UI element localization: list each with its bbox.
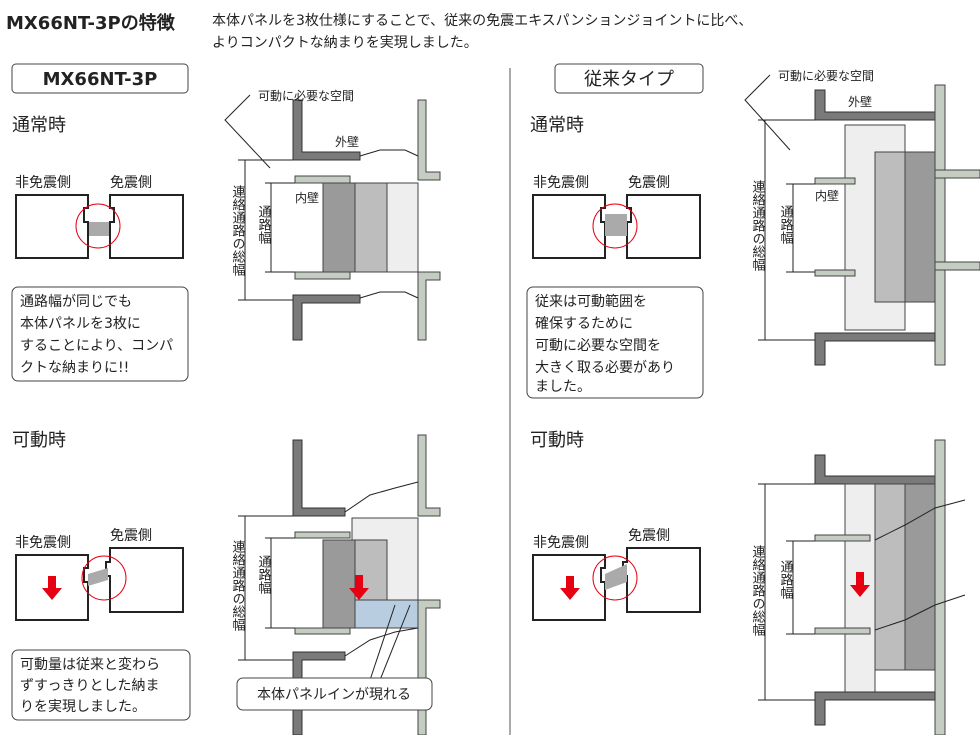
left-moving-note: 可動量は従来と変わら ずすっきりとした納ま りを実現しました。 (11, 649, 191, 721)
diagram-labels-passage-width: 通路幅 (778, 205, 794, 245)
left-note-normal-1: 本体パネルを3枚に (20, 316, 141, 332)
down-arrow-icon (349, 575, 369, 600)
right-non-isolated: 非免震側 (533, 535, 589, 551)
right-isolated: 免震側 (628, 175, 670, 191)
diagram-labels-outer-wall: 外壁 (335, 134, 359, 149)
diagram-labels-total-width: 連絡通路の総幅 (750, 180, 766, 272)
left-isolated: 免震側 (110, 528, 152, 544)
right-note-normal-1: 確保するために (535, 316, 633, 332)
left-non-isolated: 非免震側 (15, 535, 71, 551)
right-moving-schematic: 非免震側 免震側 (532, 528, 701, 621)
panel-inside-callout: 本体パネルインが現れる (257, 687, 411, 703)
right-note-normal-4: ました。 (535, 379, 591, 395)
diagram-labels-movement-space: 可動に必要な空間 (258, 89, 354, 103)
diagram-labels-passage-width: 通路幅 (256, 205, 272, 245)
mx66-label-box (11, 63, 189, 94)
panel-inside-revealed (354, 599, 419, 629)
highlight-circle (75, 203, 121, 249)
diagram-labels-inner-wall: 内壁 (815, 188, 839, 203)
left-note-normal-2: することにより、コンパ (20, 338, 173, 354)
highlight-circle (592, 203, 638, 249)
diagram-labels-passage-width: 通路幅 (778, 560, 794, 600)
left-note-normal-0: 通路幅が同じでも (20, 294, 132, 310)
right-non-isolated: 非免震側 (533, 175, 589, 191)
left-normal-section: 可動に必要な空間 外壁 内壁 連絡通路の総幅 通路幅 (224, 89, 441, 341)
right-normal-title: 通常時 (530, 115, 584, 136)
left-moving-schematic: 非免震側 免震側 (15, 528, 184, 621)
down-arrow-icon (850, 572, 870, 597)
left-note-moving-0: 可動量は従来と変わら (20, 656, 160, 673)
highlight-circle (592, 555, 638, 601)
left-isolated: 免震側 (110, 175, 152, 191)
description-line-2: よりコンパクトな納まりを実現しました。 (212, 35, 478, 51)
right-moving-title: 可動時 (530, 430, 584, 451)
diagram-labels-inner-wall: 内壁 (295, 190, 319, 205)
down-arrow-icon (42, 576, 62, 600)
right-note-normal-3: 大きく取る必要があり (535, 360, 675, 376)
conventional-label: 従来タイプ (584, 69, 674, 90)
diagram-labels-total-width: 連絡通路の総幅 (230, 540, 246, 632)
right-note-normal-2: 可動に必要な空間を (535, 338, 661, 354)
right-isolated: 免震側 (628, 528, 670, 544)
left-moving-section: 連絡通路の総幅 通路幅 本体パネルインが現れる (230, 434, 441, 735)
right-normal-schematic: 非免震側 免震側 (532, 175, 701, 259)
diagram-labels-total-width: 連絡通路の総幅 (230, 185, 246, 277)
description-line-1: 本体パネルを3枚仕様にすることで、従来の免震エキスパンションジョイントに比べ、 (212, 13, 752, 29)
conventional-label-box (554, 63, 704, 94)
right-normal-note: 従来は可動範囲を 確保するために 可動に必要な空間を 大きく取る必要があり まし… (526, 286, 704, 399)
diagram-labels-movement-space: 可動に必要な空間 (778, 69, 874, 83)
left-normal-title: 通常時 (12, 115, 66, 136)
left-note-moving-1: ずすっきりとした納ま (20, 678, 159, 694)
right-normal-section: 可動に必要な空間 外壁 内壁 連絡通路の総幅 通路幅 (744, 69, 980, 366)
left-normal-schematic: 非免震側 免震側 (15, 175, 184, 259)
right-moving-section: 連絡通路の総幅 通路幅 (750, 439, 966, 735)
mx66-label: MX66NT-3P (43, 69, 158, 90)
left-moving-title: 可動時 (12, 430, 66, 451)
diagram-labels-total-width: 連絡通路の総幅 (750, 545, 766, 637)
diagram-labels-outer-wall: 外壁 (848, 94, 872, 109)
right-note-normal-0: 従来は可動範囲を (535, 293, 647, 310)
left-note-moving-2: りを実現しました。 (20, 699, 146, 715)
page-title: MX66NT-3Pの特徴 (6, 12, 176, 34)
highlight-circle (81, 555, 127, 601)
left-non-isolated: 非免震側 (15, 175, 71, 191)
left-normal-note: 通路幅が同じでも 本体パネルを3枚に することにより、コンパ クトな納まりに!! (11, 286, 189, 382)
diagram-labels-passage-width: 通路幅 (256, 555, 272, 595)
down-arrow-icon (560, 576, 580, 600)
left-note-normal-3: クトな納まりに!! (20, 360, 129, 376)
